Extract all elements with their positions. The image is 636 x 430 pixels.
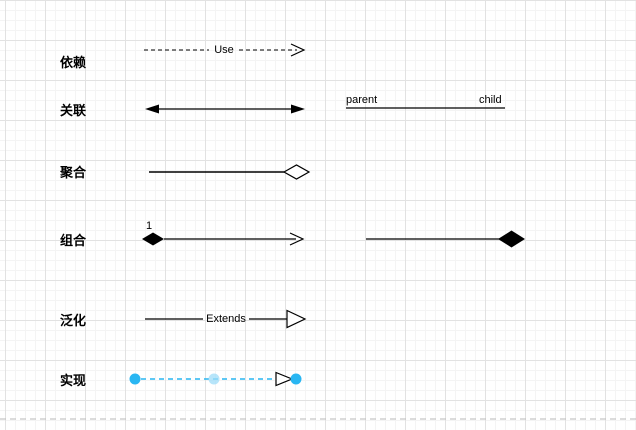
filled-arrow-right-icon (291, 104, 305, 114)
filled-diamond-icon (142, 232, 164, 246)
edge-composition[interactable] (142, 232, 305, 246)
edge-dependency[interactable] (144, 43, 306, 57)
parent-label[interactable]: parent (346, 94, 378, 106)
hollow-diamond-icon (282, 164, 311, 180)
edge-association[interactable] (145, 104, 305, 114)
midpoint-handle[interactable] (208, 373, 220, 385)
open-arrow-icon (289, 232, 305, 246)
edge-generalization[interactable] (145, 309, 307, 329)
row-label-realization[interactable]: 实现 (60, 373, 87, 388)
edge-composition-example[interactable] (366, 230, 525, 248)
open-arrow-icon (290, 43, 306, 57)
row-label-composition[interactable]: 组合 (60, 233, 87, 248)
edge-aggregation[interactable] (149, 164, 311, 180)
row-label-association[interactable]: 关联 (60, 103, 87, 118)
hollow-triangle-icon (275, 371, 294, 387)
row-label-dependency[interactable]: 依赖 (60, 55, 87, 70)
row-label-generalization[interactable]: 泛化 (60, 313, 87, 328)
hollow-triangle-icon (286, 309, 307, 329)
filled-arrow-left-icon (145, 104, 159, 114)
target-endpoint-handle[interactable] (290, 373, 302, 385)
child-label[interactable]: child (479, 94, 502, 106)
source-endpoint-handle[interactable] (129, 373, 141, 385)
edge-label-extends[interactable]: Extends (206, 313, 246, 325)
filled-diamond-large-icon (498, 230, 525, 248)
edge-realization-selected[interactable] (129, 371, 302, 387)
row-label-aggregation[interactable]: 聚合 (60, 165, 87, 180)
edge-label-use[interactable]: Use (214, 44, 234, 56)
multiplicity-label[interactable]: 1 (146, 220, 153, 232)
